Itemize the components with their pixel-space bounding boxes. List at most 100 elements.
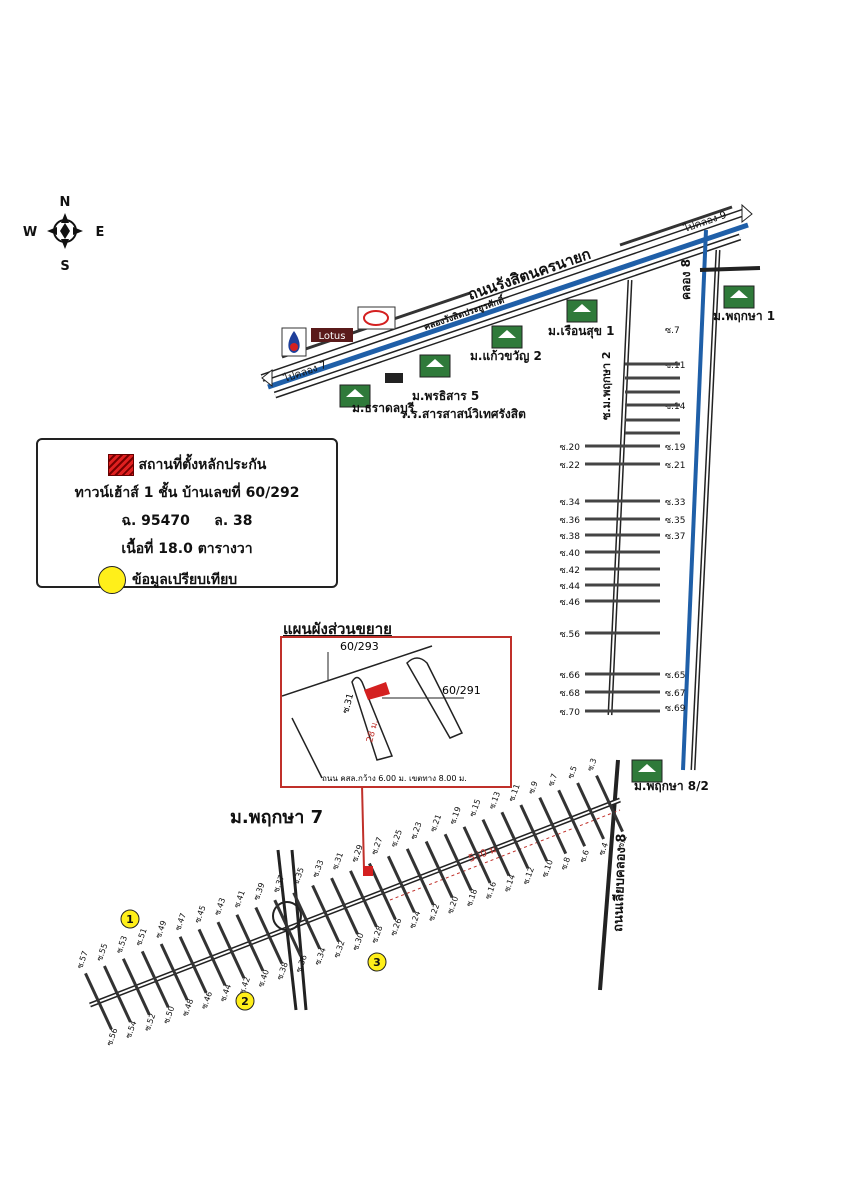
subject-plot — [364, 682, 390, 700]
soi-label-south: ซ.18 — [465, 888, 480, 908]
soi-label-north: ซ.47 — [173, 912, 188, 932]
arrow-west-icon — [261, 368, 273, 388]
soi-label-south: ซ.50 — [162, 1005, 177, 1025]
comparable-marker — [120, 909, 140, 929]
soi-label-north: ซ.23 — [409, 821, 424, 841]
soi-label-north: ซ.57 — [75, 950, 90, 970]
soi-label-right: ซ.67 — [665, 689, 685, 699]
lower-soi-line — [349, 870, 378, 928]
village7-label: ม.พฤกษา 7 — [230, 807, 323, 828]
soi-label-south: ซ.6 — [578, 849, 591, 864]
village-label: ม.พฤกษา 8/2 — [634, 779, 709, 793]
lower-soi-line — [121, 958, 151, 1016]
soi-label-south: ซ.54 — [124, 1020, 139, 1040]
inset-pointer-line — [361, 784, 365, 871]
main-road — [260, 203, 753, 399]
soi-label-south: ซ.12 — [521, 866, 536, 886]
soi-label-left: ซ.46 — [560, 598, 581, 608]
soi-village2-label: ซ.ม.พฤกษา 2 — [600, 351, 613, 420]
inset-map: 60/293 60/291 ซ.31 28 ม. ถนน คสล.กว้าง 6… — [280, 636, 512, 788]
canal-8-line — [681, 229, 708, 771]
comparable-number: 2 — [241, 995, 249, 1008]
legend-area: เนื้อที่ 18.0 ตารางวา — [121, 541, 253, 557]
lower-soi-line — [557, 789, 587, 847]
legend-land: ล. 38 — [214, 513, 253, 529]
soi-label-left: ซ.42 — [560, 566, 580, 576]
soi-label-south: ซ.36 — [294, 954, 309, 974]
soi-label-south: ซ.28 — [370, 924, 385, 944]
lower-soi-line — [311, 884, 340, 943]
lower-soi-line — [254, 906, 284, 965]
lower-soi-line — [538, 796, 568, 855]
lower-soi-line — [405, 848, 435, 906]
soi-label-left: ซ.40 — [560, 549, 581, 559]
property-marker — [363, 866, 373, 876]
soi-label-north: ซ.21 — [429, 813, 444, 833]
soi-label-south: ซ.48 — [181, 998, 196, 1018]
lower-soi-line — [443, 833, 473, 891]
soi-label-south: ซ.40 — [256, 968, 271, 988]
inset-dist-label: 28 ม. — [365, 719, 381, 744]
soi-label-right: ซ.37 — [665, 532, 685, 542]
comparison-dot-icon — [98, 566, 126, 594]
compass-west: W — [23, 225, 37, 240]
soi-label-south: ซ.14 — [502, 873, 517, 893]
soi-label-right: ซ.65 — [665, 671, 685, 681]
lower-soi-line — [368, 862, 397, 921]
soi-label-south: ซ.46 — [200, 990, 215, 1010]
lower-soi-line — [197, 928, 227, 987]
lower-soi-line — [84, 972, 113, 1030]
soi-label-south: ซ.34 — [313, 946, 328, 966]
comparable-marker — [367, 952, 387, 972]
soi-label-south: ซ.38 — [275, 961, 290, 981]
soi-label-north: ซ.13 — [487, 790, 502, 810]
soi-label-north: ซ.7 — [546, 772, 559, 787]
inset-road-note: ถนน คสล.กว้าง 6.00 ม. เขตทาง 8.00 ม. — [322, 774, 467, 783]
toyota-logo-icon — [357, 306, 396, 330]
ptt-logo-icon — [281, 327, 307, 357]
property-hatch-icon — [107, 454, 134, 476]
soi-label-north: ซ.15 — [468, 798, 483, 818]
soi-label-left: ซ.20 — [560, 443, 581, 453]
soi-label-south: ซ.32 — [332, 939, 347, 959]
lower-soi-line — [178, 936, 208, 994]
side-road-label: ถนนเลียบคลอง 8 — [610, 833, 629, 932]
soi-label-left: ซ.22 — [560, 461, 580, 471]
lower-soi-line — [462, 826, 492, 884]
soi-label-north: ซ.5 — [566, 765, 579, 780]
comparable-markers: 123 — [120, 909, 387, 1011]
comparable-marker — [235, 991, 255, 1011]
lotus-logo-icon: Lotus — [311, 328, 353, 342]
comparable-number: 1 — [126, 913, 134, 926]
village-label: ม.ธราดลบุรี — [352, 401, 415, 416]
inset-plot-south: 60/291 — [442, 684, 481, 697]
soi-label-left: ซ.36 — [560, 516, 581, 526]
canal-8-label: คลอง 8 — [679, 259, 693, 300]
lower-soi-line — [519, 804, 549, 862]
village-label: ม.แก้วขวัญ 2 — [470, 349, 542, 363]
soi-label-north: ซ.43 — [213, 897, 228, 917]
school-icon — [385, 373, 403, 383]
village-icons: ม.ธราดลบุรีม.พรธิสาร 5ม.แก้วขวัญ 2ม.เรือ… — [339, 285, 775, 793]
lower-soi-line — [159, 943, 189, 1001]
soi-label-right: ซ.33 — [665, 498, 685, 508]
soi-label-right: ซ.11 — [665, 361, 685, 371]
soi-label-north: ซ.19 — [448, 805, 463, 825]
soi-label-north: ซ.41 — [232, 889, 247, 909]
inset-plot-north: 60/293 — [340, 640, 379, 653]
school-label: ร.ร.สารสาสน์วิเทศรังสิต — [400, 407, 526, 421]
lower-soi-line — [424, 840, 454, 899]
compass-east: E — [96, 225, 105, 240]
soi-label-north: ซ.51 — [134, 927, 149, 947]
soi-label-left: ซ.56 — [560, 630, 581, 640]
soi-label-south: ซ.20 — [446, 895, 461, 915]
soi-label-south: ซ.24 — [408, 910, 423, 930]
soi-label-north: ซ.55 — [95, 942, 110, 962]
soi-label-north: ซ.39 — [252, 881, 267, 901]
soi-label-south: ซ.22 — [427, 902, 442, 922]
lower-soi-line — [481, 818, 511, 877]
soi-label-right: ซ.7 — [665, 326, 680, 336]
soi-label-south: ซ.26 — [389, 917, 404, 937]
lower-soi-line — [235, 914, 265, 972]
